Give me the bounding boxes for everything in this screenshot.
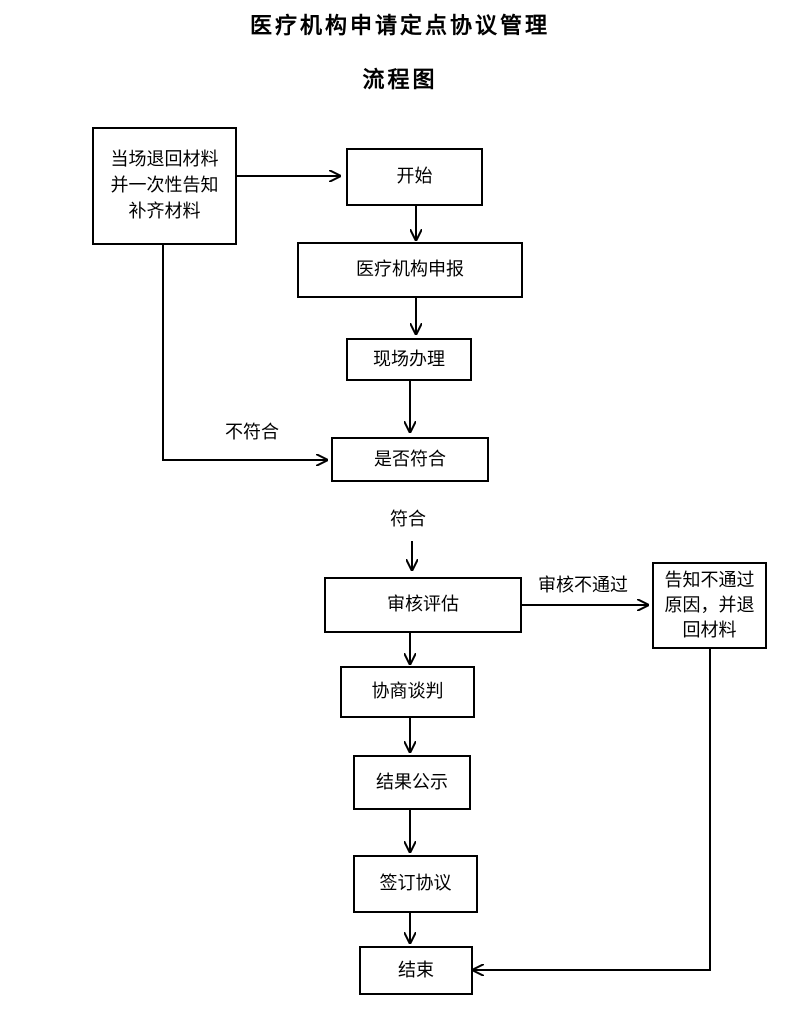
node-end: 结束 (359, 946, 473, 995)
node-publicize: 结果公示 (353, 755, 471, 810)
node-sign: 签订协议 (353, 855, 478, 913)
node-onsite: 现场办理 (346, 338, 472, 381)
node-negotiate: 协商谈判 (340, 666, 475, 718)
page-title: 医疗机构申请定点协议管理 (249, 13, 550, 39)
label-not-compliant: 不符合 (225, 422, 279, 443)
arrow-return-to-check (162, 245, 327, 460)
node-start: 开始 (346, 148, 483, 206)
node-check: 是否符合 (331, 437, 489, 482)
node-apply: 医疗机构申报 (297, 242, 523, 298)
node-notify-fail: 告知不通过 原因，并退 回材料 (652, 562, 767, 649)
arrow-notify-to-end (473, 649, 711, 970)
page-subtitle: 流程图 (362, 67, 438, 93)
node-review: 审核评估 (324, 577, 522, 633)
label-review-fail: 审核不通过 (538, 575, 628, 596)
node-return-materials: 当场退回材料 并一次性告知 补齐材料 (92, 127, 237, 245)
label-compliant: 符合 (390, 509, 426, 530)
